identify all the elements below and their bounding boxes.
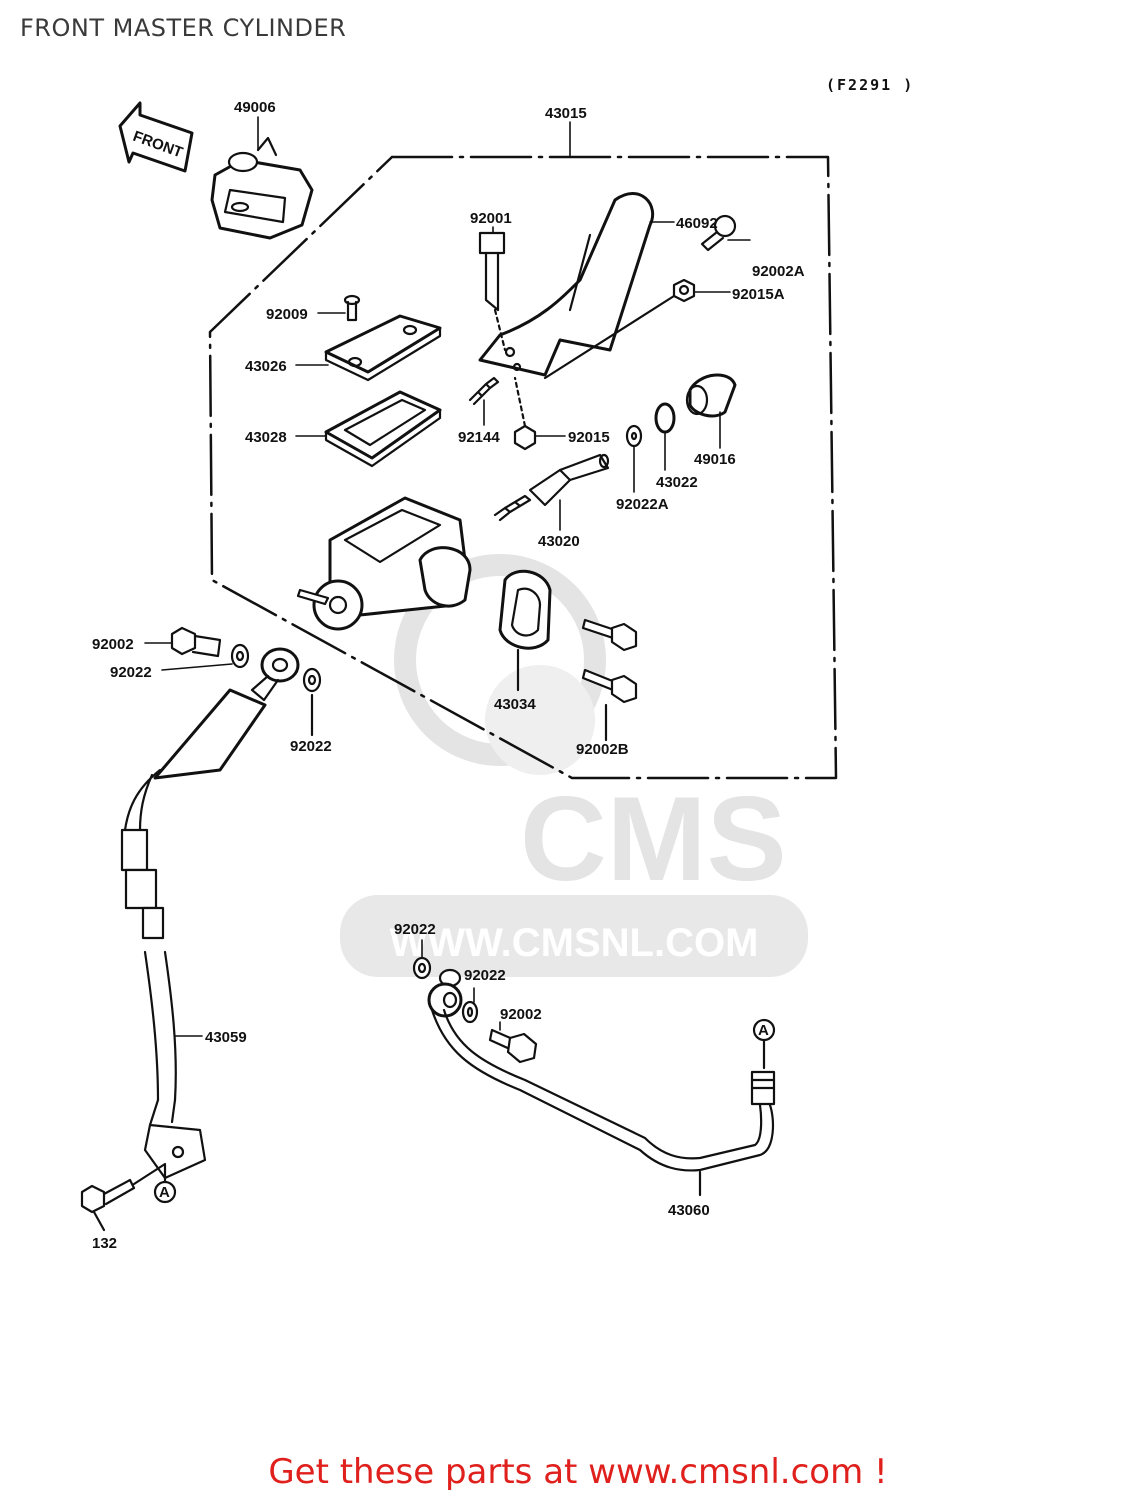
part-label: 43034 [494, 696, 536, 713]
part-label: 92022 [394, 921, 436, 938]
brake-pipe-43060-icon [427, 968, 776, 1197]
part-label: 43060 [668, 1202, 710, 1219]
watermark-url: WWW.CMSNL.COM [390, 921, 759, 965]
part-label: 92015 [568, 429, 610, 446]
leader-lines [144, 116, 751, 1037]
nut-92015A-icon [543, 278, 696, 380]
parts-diagram: CMS WWW.CMSNL.COM [80, 99, 838, 1252]
banjo-bolt-92002-upper-icon [170, 626, 222, 658]
assembly-outline [208, 155, 838, 780]
boot-49016-icon [685, 373, 737, 418]
part-label: 92022 [110, 664, 152, 681]
part-label: 92144 [458, 429, 500, 446]
piston-43020-icon [493, 453, 610, 522]
lever-46092-icon [478, 192, 655, 377]
part-label: 92015A [732, 286, 785, 303]
part-label: 43020 [538, 533, 580, 550]
part-label: 92002 [500, 1006, 542, 1023]
bolt-92002B-lower-icon [581, 668, 638, 742]
part-label: 46092 [676, 215, 718, 232]
part-label: 92022A [616, 496, 669, 513]
part-label: 43059 [205, 1029, 247, 1046]
part-label: 43015 [545, 105, 587, 122]
front-arrow-icon [118, 101, 194, 173]
master-cylinder-body-icon [296, 496, 472, 631]
part-label: 43028 [245, 429, 287, 446]
part-label: 92009 [266, 306, 308, 323]
nut-92015-icon [513, 376, 537, 451]
clamp-43034-icon [498, 569, 552, 692]
screw-92009-icon [343, 294, 361, 322]
part-label: 132 [92, 1235, 117, 1252]
ref-a-label: A [159, 1184, 170, 1201]
bolt-92002B-upper-icon [581, 618, 638, 652]
part-label: 43026 [245, 358, 287, 375]
washer-92022A-icon [625, 424, 643, 448]
part-label: 92002A [752, 263, 805, 280]
part-label: 49016 [694, 451, 736, 468]
ref-a-label: A [758, 1022, 769, 1039]
part-label: 49006 [234, 99, 276, 116]
bolt-132-icon [80, 1162, 167, 1232]
switch-49006-icon [210, 136, 314, 240]
part-label: 43022 [656, 474, 698, 491]
washer-92022-a-icon [230, 643, 250, 669]
watermark-logo: CMS [520, 772, 787, 906]
part-label: 92022 [464, 967, 506, 984]
brake-hose-43059-icon [120, 647, 300, 1180]
cap-43026-icon [324, 314, 442, 382]
footer-text: Get these parts at www.cmsnl.com ! [268, 1452, 888, 1492]
page-title: FRONT MASTER CYLINDER [20, 14, 347, 42]
washer-92022-c-icon [412, 956, 432, 980]
part-label: 92001 [470, 210, 512, 227]
diaphragm-43028-icon [324, 390, 442, 468]
screw-92002A-icon [700, 214, 737, 252]
washer-92022-b-icon [302, 667, 322, 737]
part-label: 92002B [576, 741, 629, 758]
pivot-bolt-92001-icon [478, 231, 507, 352]
part-label: 92022 [290, 738, 332, 755]
diagram-code: (F2291 ) [826, 76, 915, 94]
circlip-43022-icon [654, 402, 676, 434]
part-label: 92002 [92, 636, 134, 653]
washer-92022-d-icon [461, 1000, 479, 1024]
footer-cta: Get these parts at www.cmsnl.com ! [0, 1452, 1146, 1492]
watermark: CMS WWW.CMSNL.COM [340, 554, 808, 977]
banjo-bolt-92002-lower-icon [488, 1028, 538, 1064]
spring-92144-icon [468, 376, 500, 406]
part-labels: 49006 43015 92001 46092 92002A 92015A 92… [92, 99, 805, 1252]
